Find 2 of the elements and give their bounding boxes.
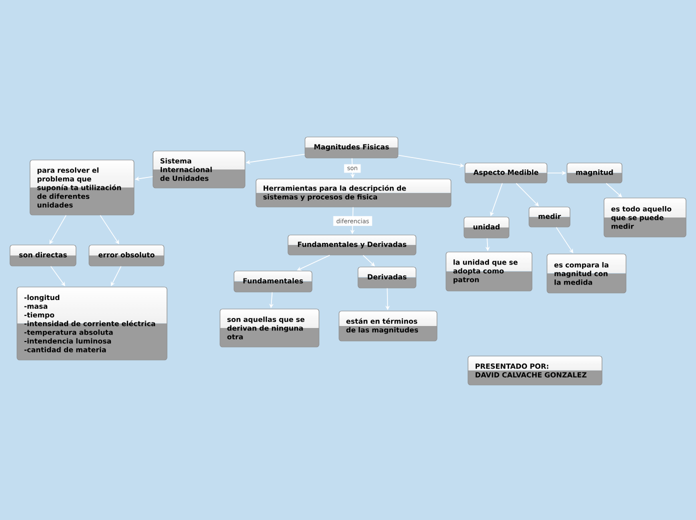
arrow — [362, 254, 375, 266]
arrow — [516, 182, 539, 206]
